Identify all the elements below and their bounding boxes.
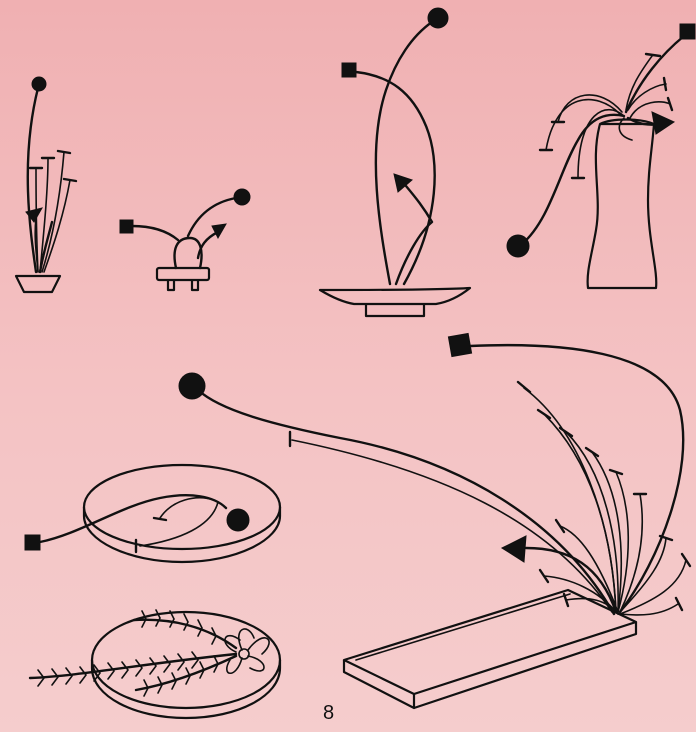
footed-container-leg-left <box>168 280 174 290</box>
arrangement-foliage-dish <box>30 610 280 718</box>
long-tray-stem-circle <box>198 390 614 614</box>
long-tray-front <box>344 660 414 708</box>
long-tray-square-marker <box>448 333 471 356</box>
arrangement-long-tray <box>179 333 690 708</box>
tall-vase-stem-circle <box>522 115 624 244</box>
footed-container-square-marker <box>120 220 133 233</box>
tall-vase-circle-marker <box>507 235 529 257</box>
long-tray-side <box>414 622 636 708</box>
oval-dish-square-marker <box>25 535 40 550</box>
long-tray-inner-edge <box>356 594 570 660</box>
footed-container-body <box>157 268 209 280</box>
long-tray-circle-marker <box>179 373 205 399</box>
long-tray-stem-square <box>470 345 683 612</box>
tall-vase-droop-7 <box>630 102 670 118</box>
tall-vase-droop-6 <box>619 118 632 140</box>
footed-container-stem-circle <box>188 198 236 236</box>
flat-dish-square-marker <box>342 63 356 77</box>
arrangement-flat-dish <box>320 8 470 316</box>
flat-dish-foot <box>366 304 424 316</box>
tall-vase-triangle-marker <box>652 112 674 134</box>
small-bowl-circle-marker <box>32 77 46 91</box>
tall-vase-tbar-4 <box>646 54 660 56</box>
small-bowl-vessel <box>16 276 60 292</box>
flat-dish-circle-marker <box>428 8 448 28</box>
arrangement-oval-dish <box>25 465 280 562</box>
oval-dish-tbar-a <box>154 518 166 520</box>
flat-dish-main-stem <box>376 22 432 284</box>
long-tray-top <box>344 590 636 694</box>
small-bowl-stem-d <box>44 180 70 272</box>
oval-dish-rim-top <box>84 465 280 549</box>
footed-container-stem-loop <box>175 238 202 268</box>
flat-dish-rim <box>320 288 470 304</box>
page-number: 8 <box>323 702 334 725</box>
foliage-flower <box>225 629 269 673</box>
small-bowl-tbar-d <box>64 179 76 181</box>
foliage-branch-upper <box>134 620 236 648</box>
oval-dish-stem-b <box>140 502 218 546</box>
tall-vase-body <box>588 124 657 288</box>
flat-dish-third-stem <box>396 186 432 284</box>
foliage-branch-long <box>30 654 236 678</box>
long-tray-stem-long-tbar <box>292 440 612 612</box>
footed-container-leg-right <box>192 280 198 290</box>
tall-vase-tbar-5 <box>664 78 666 90</box>
footed-container-circle-marker <box>234 189 250 205</box>
long-tray-fan-tbars <box>518 382 690 610</box>
small-bowl-tbar-c <box>58 151 70 153</box>
tall-vase-square-marker <box>680 24 695 39</box>
arrangement-small-bowl <box>16 77 76 292</box>
arrangement-footed-container <box>120 189 250 290</box>
oval-dish-stem-a <box>160 498 214 518</box>
footed-container-triangle-marker <box>212 224 226 238</box>
oval-dish-stem-square <box>40 495 226 542</box>
oval-dish-circle-marker <box>227 509 249 531</box>
footed-container-stem-square <box>132 226 178 240</box>
long-tray-triangle-marker <box>502 536 526 562</box>
arrangement-tall-vase <box>507 24 695 288</box>
